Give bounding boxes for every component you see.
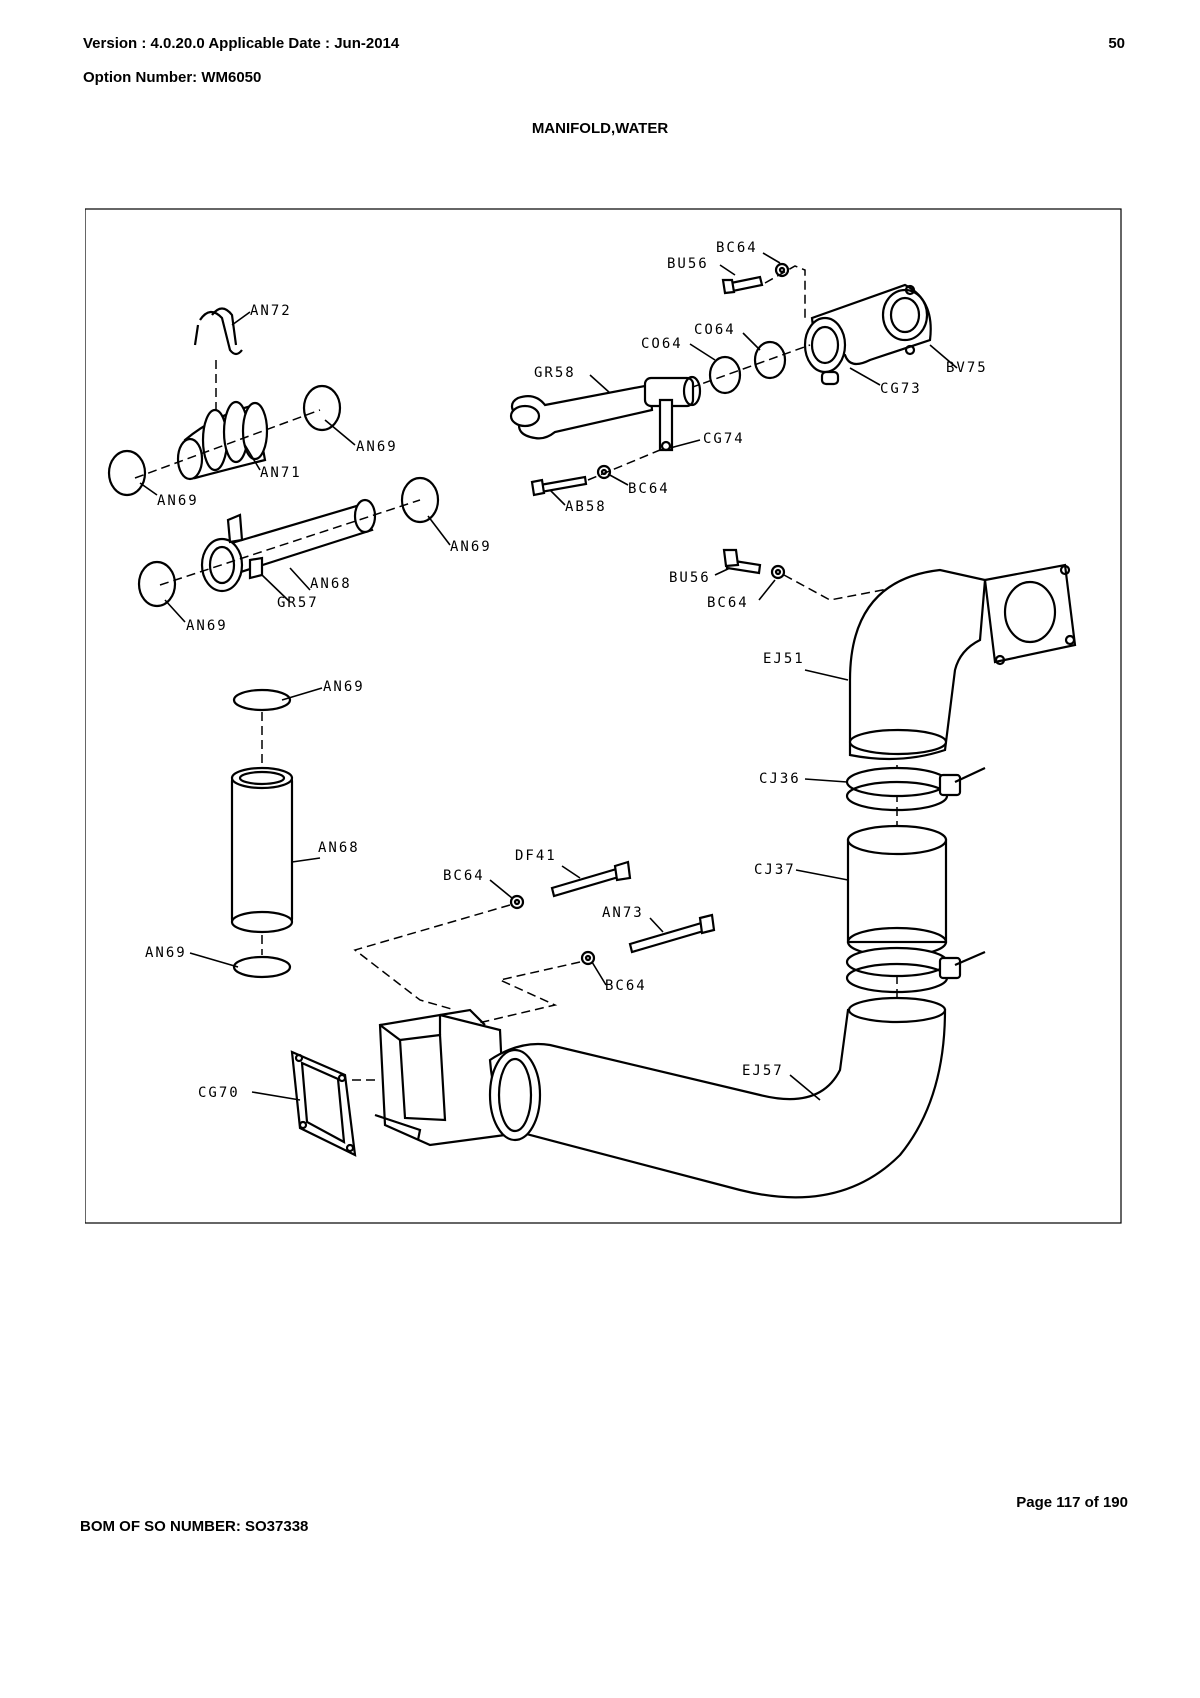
flange-assembly-bv75 [721,262,932,386]
sleeve-cj37 [846,824,948,958]
label-an69-c: AN69 [450,539,492,555]
label-an69-d: AN69 [186,618,228,634]
part-labels: BC64 BU56 AN72 CO64 CO64 GR58 BV75 CG73 … [145,240,988,1101]
page-of-total: Page 117 of 190 [1016,1494,1128,1511]
label-bc64-mid: BC64 [628,481,670,497]
label-gr57: GR57 [277,595,319,611]
label-an73: AN73 [602,905,644,921]
label-ej51: EJ51 [763,651,805,667]
diagram-frame [85,208,1122,1224]
label-gr58: GR58 [534,365,576,381]
bolt-df41 [509,860,632,910]
manifold-body [374,1008,507,1147]
o-ring-an69-b [302,384,342,432]
clamp-cj36 [845,766,986,812]
leader-lines [139,252,958,1101]
label-bc64-bottom: BC64 [605,978,647,994]
label-bc64-right: BC64 [707,595,749,611]
option-number: Option Number: WM6050 [83,69,262,86]
clamp-lower [845,946,986,994]
label-an69-b: AN69 [157,493,199,509]
page-title: MANIFOLD,WATER [531,120,669,137]
bom-number: BOM OF SO NUMBER: SO37338 [80,1518,309,1535]
page-number: 50 [1108,35,1125,52]
o-ring-an69-d [400,476,440,524]
label-co64-b: CO64 [641,336,683,352]
gasket-cg70 [290,1050,357,1157]
label-an68-b: AN68 [318,840,360,856]
label-an69-a: AN69 [356,439,398,455]
o-ring-an69-c [137,560,177,608]
bolt-ab58 [530,449,661,497]
label-cg73: CG73 [880,381,922,397]
version-line: Version : 4.0.20.0 Applicable Date : Jun… [83,35,400,52]
tube-an68-upper [159,498,421,593]
label-bu56-top: BU56 [667,256,709,272]
tube-gr58 [509,375,702,452]
label-cg74: CG74 [703,431,745,447]
label-cj36: CJ36 [759,771,801,787]
label-df41: DF41 [515,848,557,864]
label-bv75: BV75 [946,360,988,376]
bolt-an73 [580,913,716,966]
label-bc64-top: BC64 [716,240,758,256]
label-co64-a: CO64 [694,322,736,338]
label-cj37: CJ37 [754,862,796,878]
label-an69-e: AN69 [323,679,365,695]
label-ej57: EJ57 [742,1063,784,1079]
label-bu56-mid: BU56 [669,570,711,586]
clip-an72 [193,307,243,356]
label-an69-f: AN69 [145,945,187,961]
tube-an68-vertical [230,688,294,979]
label-cg70: CG70 [198,1085,240,1101]
elbow-ej51 [848,563,1077,761]
label-an68-a: AN68 [310,576,352,592]
o-ring-an69-a [107,449,147,497]
label-an71: AN71 [260,465,302,481]
parts-diagram: BC64 BU56 AN72 CO64 CO64 GR58 BV75 CG73 … [85,208,1122,1224]
label-an72: AN72 [250,303,292,319]
o-rings-co64 [689,340,811,395]
pipe-ej57 [488,996,947,1199]
coupling-an71 [134,400,321,481]
label-bc64-low: BC64 [443,868,485,884]
bolt-bu56-mid [722,548,936,601]
label-ab58: AB58 [565,499,607,515]
